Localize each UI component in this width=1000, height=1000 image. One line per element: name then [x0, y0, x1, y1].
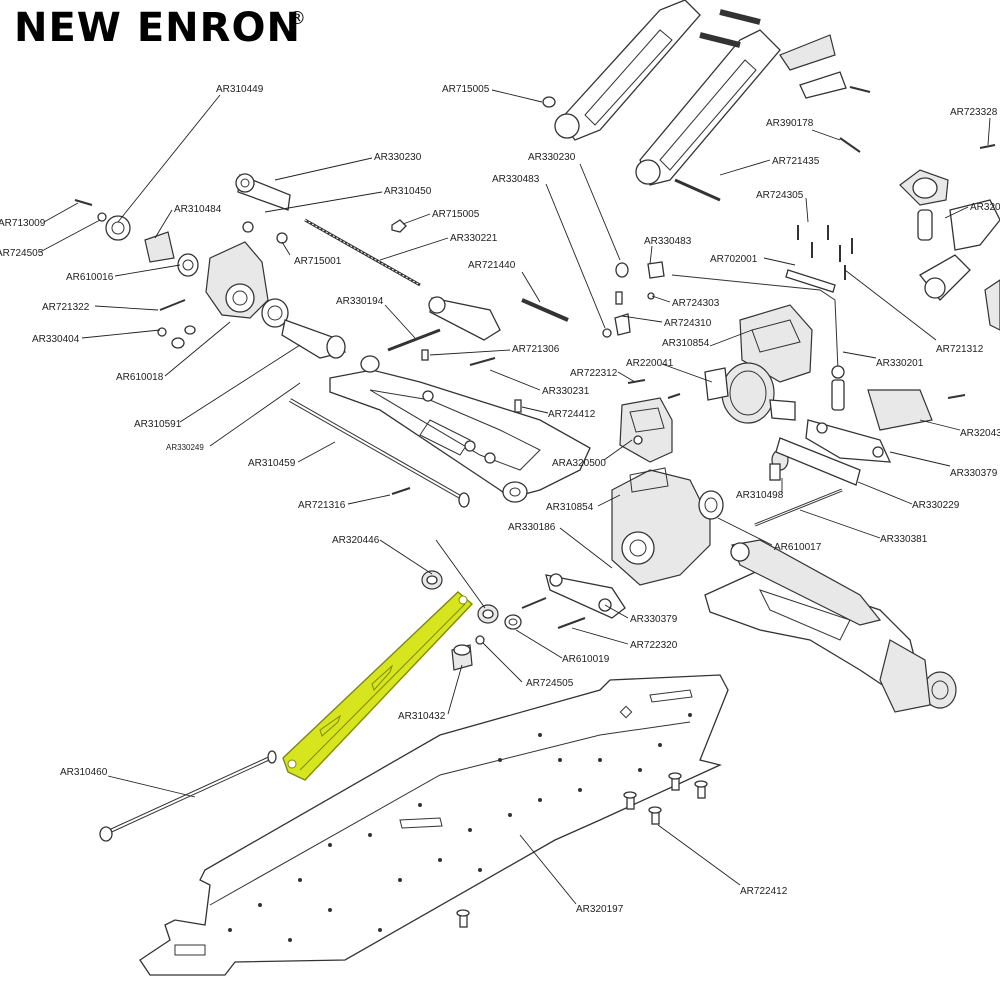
label-ar330186: AR330186 — [508, 522, 556, 533]
registered-mark: ® — [288, 8, 306, 29]
rear-hub-carrier — [105, 215, 289, 328]
label-ar721435: AR721435 — [772, 156, 820, 167]
label-ar330229: AR330229 — [912, 500, 960, 511]
label-ar702001: AR702001 — [710, 254, 758, 265]
brand-logo-text: NEW ENRON — [14, 5, 301, 51]
label-ar715005-top: AR715005 — [442, 84, 490, 95]
label-ar310484: AR310484 — [174, 204, 222, 215]
chassis-screws — [456, 772, 708, 928]
label-ar330231: AR330231 — [542, 386, 590, 397]
label-ar721316: AR721316 — [298, 500, 346, 511]
label-ar610017: AR610017 — [774, 542, 822, 553]
label-ar724505-left: AR724505 — [0, 248, 44, 259]
label-ar610018: AR610018 — [116, 372, 164, 383]
label-ar723328: AR723328 — [950, 107, 998, 118]
label-ar722312: AR722312 — [570, 368, 618, 379]
upper-shock-tower-links — [554, 0, 847, 202]
label-ar320197: AR320197 — [576, 904, 624, 915]
label-ar310460: AR310460 — [60, 767, 108, 778]
rod-end-upper — [235, 173, 291, 211]
label-ar715001: AR715001 — [294, 256, 342, 267]
diff-mount-plate — [619, 397, 673, 463]
label-ar310459: AR310459 — [248, 458, 296, 469]
center-diff-mount — [739, 304, 813, 383]
upper-turnbuckle — [304, 218, 421, 287]
label-ar724310: AR724310 — [664, 318, 712, 329]
lower-suspension-arm-left — [329, 355, 591, 503]
arm-mount-lower — [545, 573, 626, 619]
label-ar330381: AR330381 — [880, 534, 928, 545]
label-ar330379-upper: AR330379 — [950, 468, 998, 479]
label-ar390178: AR390178 — [766, 118, 814, 129]
sway-bar — [671, 274, 845, 411]
label-ar330230-left: AR330230 — [374, 152, 422, 163]
bellcrank-assembly — [899, 169, 1000, 331]
center-differential — [704, 362, 796, 424]
hinge-pins-right — [754, 437, 861, 527]
hinge-pin-lower — [289, 398, 470, 508]
label-ar610019: AR610019 — [562, 654, 610, 665]
small-screws-left — [74, 199, 586, 629]
label-ar724305: AR724305 — [756, 190, 804, 201]
label-ar610016: AR610016 — [66, 272, 114, 283]
rear-gearbox-housing — [611, 467, 724, 586]
label-ar32043-partial: AR32043 — [960, 428, 1000, 439]
label-ar330221: AR330221 — [450, 233, 498, 244]
label-ar310854-lower: AR310854 — [546, 502, 594, 513]
label-ar320446: AR320446 — [332, 535, 380, 546]
label-ar722320: AR722320 — [630, 640, 678, 651]
label-ara320500: ARA320500 — [552, 458, 606, 469]
label-ar330483-left: AR330483 — [492, 174, 540, 185]
label-ar330404: AR330404 — [32, 334, 80, 345]
highlighted-chassis-brace — [282, 591, 474, 781]
label-ar330249: AR330249 — [166, 443, 204, 452]
label-ar721440: AR721440 — [468, 260, 516, 271]
callout-leaders — [39, 89, 991, 905]
label-ar330483-right: AR330483 — [644, 236, 692, 247]
lower-suspension-arm-right — [704, 539, 957, 713]
label-ar330379-lower: AR330379 — [630, 614, 678, 625]
label-ar310854-upper: AR310854 — [662, 338, 710, 349]
label-ar715005-left: AR715005 — [432, 209, 480, 220]
label-ar310498: AR310498 — [736, 490, 784, 501]
label-ar724412: AR724412 — [548, 409, 596, 420]
label-ar320-partial: AR320 — [970, 202, 1000, 213]
label-ar310450: AR310450 — [384, 186, 432, 197]
arm-mount-upper — [805, 389, 933, 463]
label-ar721322: AR721322 — [42, 302, 90, 313]
label-ar310449: AR310449 — [216, 84, 264, 95]
upper-arm-link — [387, 296, 501, 352]
chassis-plate — [139, 674, 729, 976]
label-ar310432: AR310432 — [398, 711, 446, 722]
label-ar713009: AR713009 — [0, 218, 46, 229]
brace-bushings — [421, 570, 522, 671]
small-parts-center — [542, 86, 996, 399]
label-ar721312: AR721312 — [936, 344, 984, 355]
label-ar722412: AR722412 — [740, 886, 788, 897]
label-ar724303: AR724303 — [672, 298, 720, 309]
callout-labels: AR310449 AR330230 AR310450 AR713009 AR31… — [0, 84, 1000, 915]
screw-cluster — [785, 225, 853, 293]
label-ar721306: AR721306 — [512, 344, 560, 355]
label-ar310591: AR310591 — [134, 419, 182, 430]
label-ar330230-center: AR330230 — [528, 152, 576, 163]
label-ar330194: AR330194 — [336, 296, 384, 307]
label-ar330201: AR330201 — [876, 358, 924, 369]
label-ar724505-center: AR724505 — [526, 678, 574, 689]
label-ar220041: AR220041 — [626, 358, 674, 369]
rear-axle — [281, 319, 347, 359]
rear-driveshaft — [99, 750, 277, 842]
